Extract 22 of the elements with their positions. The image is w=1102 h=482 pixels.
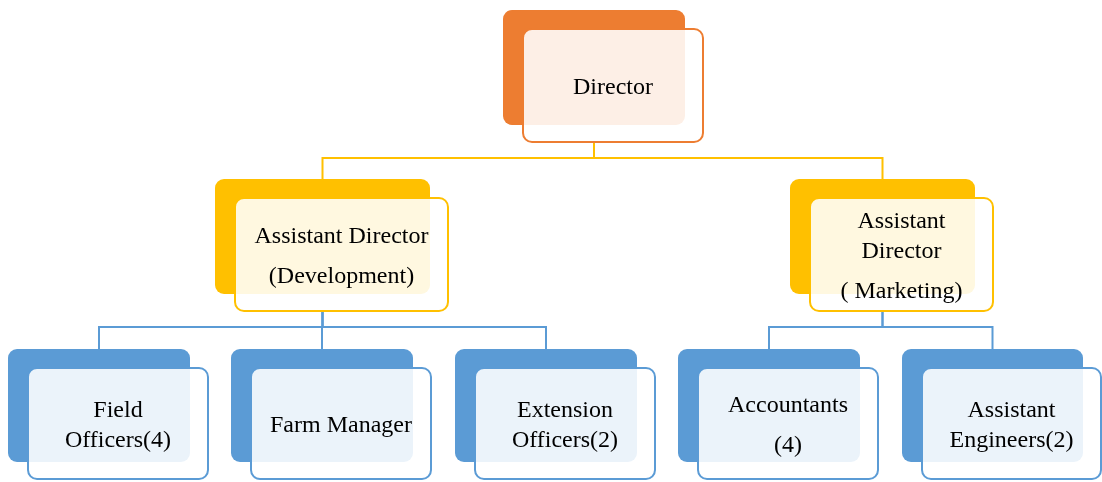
node-subtitle: (4) [773,429,803,459]
org-chart-box [902,349,1102,480]
org-chart-box [790,179,994,312]
connector-line [881,311,994,350]
org-chart-box [678,349,879,480]
org-chart-box [8,349,209,480]
org-chart-box [231,349,432,480]
connector-line [593,142,884,180]
node-subtitle: (Development) [267,260,416,290]
node-title: Director [572,71,654,101]
connector-line [321,311,547,350]
node-title: Assistant Director [253,220,430,250]
node-title: Extension Officers(2) [510,394,620,454]
node-title: Accountants [727,389,849,419]
org-chart-box [215,179,449,312]
org-chart-box [503,10,704,143]
node-title: Assistant Engineers(2) [948,394,1075,454]
node-title: Assistant Director [856,205,947,265]
node-title: Field Officers(4) [63,394,173,454]
org-chart-box [455,349,656,480]
node-title: Farm Manager [269,409,413,439]
node-subtitle: ( Marketing) [839,275,964,305]
